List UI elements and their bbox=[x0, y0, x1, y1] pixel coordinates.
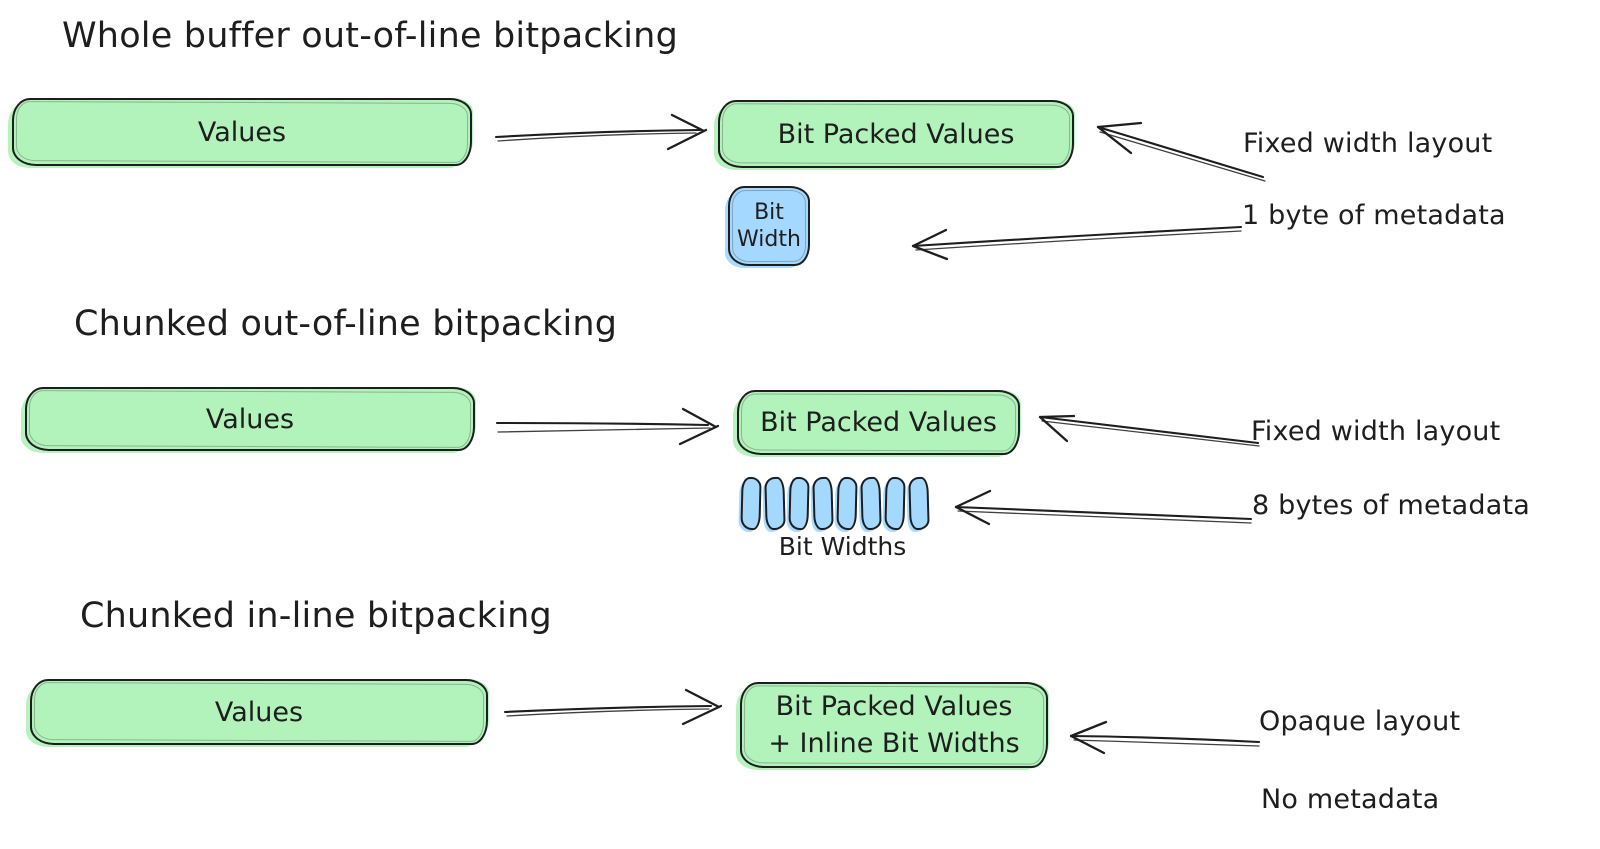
annotation-fixed-width-row2: Fixed width layout bbox=[1251, 416, 1501, 447]
inline-bit-widths-label-row3: + Inline Bit Widths bbox=[768, 728, 1020, 759]
arrow-fixed-width-row2 bbox=[1038, 414, 1260, 447]
bit-packed-values-label-row1: Bit Packed Values bbox=[777, 118, 1015, 150]
arrow-values-to-packed-row3 bbox=[503, 688, 723, 726]
bit-width-chunk bbox=[908, 476, 930, 531]
bit-width-chunk bbox=[788, 476, 810, 531]
arrow-values-to-packed-row2 bbox=[495, 407, 720, 446]
bit-packed-values-box-row2: Bit Packed Values bbox=[737, 390, 1020, 455]
values-label-row1: Values bbox=[197, 116, 287, 148]
bit-packed-values-label-row2: Bit Packed Values bbox=[760, 407, 997, 438]
annotation-opaque-layout-row3: Opaque layout bbox=[1259, 706, 1461, 737]
annotation-metadata-row1: 1 byte of metadata bbox=[1242, 200, 1506, 231]
arrow-values-to-packed-row1 bbox=[494, 113, 708, 151]
bit-width-chunk bbox=[764, 476, 786, 531]
arrow-opaque-row3 bbox=[1069, 720, 1261, 755]
bit-widths-chunks-row2 bbox=[740, 476, 930, 531]
bit-width-box-row1: Bit Width bbox=[728, 186, 810, 266]
bit-width-chunk bbox=[860, 476, 882, 531]
arrow-metadata-row2 bbox=[954, 489, 1253, 526]
annotation-metadata-row2: 8 bytes of metadata bbox=[1252, 490, 1530, 521]
bit-packed-inline-box-row3: Bit Packed Values + Inline Bit Widths bbox=[740, 682, 1048, 768]
bit-width-label-row1: Bit Width bbox=[737, 199, 801, 253]
values-box-row3: Values bbox=[30, 679, 488, 745]
bit-widths-caption-row2: Bit Widths bbox=[778, 532, 907, 561]
bit-width-chunk bbox=[836, 476, 858, 531]
bit-width-chunk bbox=[740, 476, 762, 531]
bit-packed-values-box-row1: Bit Packed Values bbox=[718, 100, 1074, 168]
bit-packed-values-label-row3: Bit Packed Values bbox=[775, 690, 1013, 722]
annotation-fixed-width-row1: Fixed width layout bbox=[1243, 128, 1493, 159]
section-title-chunked-in-line: Chunked in-line bitpacking bbox=[80, 596, 552, 636]
bit-width-chunk bbox=[884, 476, 906, 531]
values-box-row1: Values bbox=[12, 98, 472, 166]
arrow-metadata-row1 bbox=[911, 225, 1243, 261]
values-label-row2: Values bbox=[205, 403, 295, 435]
values-label-row3: Values bbox=[214, 696, 304, 728]
arrow-fixed-width-row1 bbox=[1096, 121, 1266, 182]
section-title-whole-buffer: Whole buffer out-of-line bitpacking bbox=[62, 16, 678, 56]
section-title-chunked-out-of-line: Chunked out-of-line bitpacking bbox=[74, 304, 618, 344]
annotation-no-metadata-row3: No metadata bbox=[1261, 784, 1440, 815]
values-box-row2: Values bbox=[25, 387, 475, 451]
bit-width-chunk bbox=[812, 476, 834, 531]
